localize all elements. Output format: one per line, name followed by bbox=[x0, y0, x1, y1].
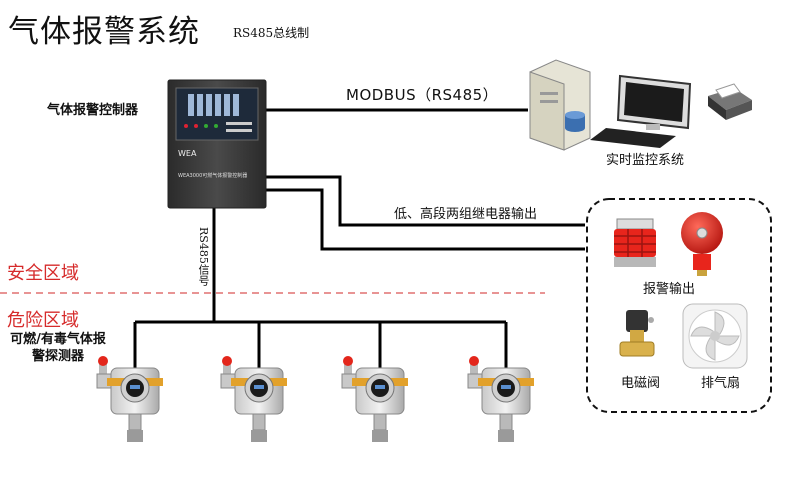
monitor-label: 实时监控系统 bbox=[606, 153, 685, 168]
danger-zone-label: 危险区域 bbox=[7, 310, 79, 331]
safe-zone-label: 安全区域 bbox=[7, 263, 79, 284]
detector-label: 可燃/有毒气体报警探测器 bbox=[10, 332, 106, 364]
controller-brand: WEA bbox=[178, 149, 197, 158]
solenoid-valve-icon bbox=[619, 310, 655, 357]
controller-label: 气体报警控制器 bbox=[47, 103, 139, 118]
modbus-link-label: MODBUS（RS485） bbox=[346, 86, 499, 104]
fan-label: 排气扇 bbox=[701, 376, 741, 391]
detectors-group bbox=[96, 356, 534, 442]
gas-detector-2 bbox=[220, 356, 287, 442]
valve-label: 电磁阀 bbox=[621, 376, 661, 391]
controller-cabinet: WEA WEA3000可燃气体报警控制器 bbox=[167, 79, 267, 209]
controller-model: WEA3000可燃气体报警控制器 bbox=[178, 172, 247, 179]
gas-detector-1 bbox=[96, 356, 163, 442]
exhaust-fan-icon bbox=[682, 303, 748, 369]
alarm-output-label: 报警输出 bbox=[643, 282, 696, 297]
diagram-title: 气体报警系统 bbox=[8, 14, 200, 50]
relay-link-label: 低、高段两组继电器输出 bbox=[394, 207, 538, 222]
printer-icon bbox=[708, 83, 752, 120]
gas-detector-3 bbox=[341, 356, 408, 442]
gas-detector-4 bbox=[467, 356, 534, 442]
rs485-signal-label: RS485信号 bbox=[197, 227, 210, 286]
diagram-subtitle: RS485总线制 bbox=[233, 26, 310, 40]
monitor-icon bbox=[590, 74, 692, 148]
controller-display bbox=[188, 94, 239, 116]
server-icon bbox=[529, 59, 591, 151]
alarm-bell-icon bbox=[681, 212, 723, 276]
output-devices-frame bbox=[586, 198, 772, 413]
strobe-light-icon bbox=[614, 218, 656, 267]
